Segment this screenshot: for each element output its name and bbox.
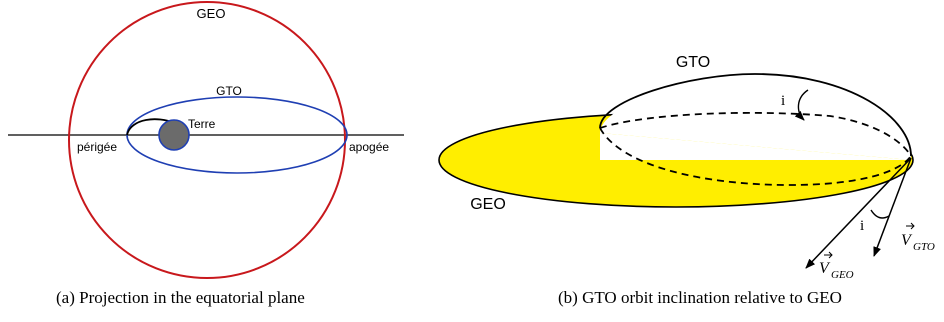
angle-label-top: i [781, 93, 785, 109]
svg-text:V: V [901, 232, 913, 249]
gto-dashed-arc-bottom [599, 127, 912, 186]
angle-label-bottom: i [860, 218, 864, 234]
v-geo-label: V GEO [819, 251, 854, 281]
v-gto-vector [873, 157, 912, 257]
svg-text:GTO: GTO [913, 241, 935, 253]
gto-upper-fill-2 [600, 78, 911, 160]
svg-text:V: V [819, 260, 831, 277]
panel-b: i i GTO GEO V GTO V GEO [438, 54, 935, 281]
perigee-label: périgée [77, 140, 117, 154]
geo-orbit-circle [68, 1, 346, 279]
angle-arc-top [794, 89, 809, 121]
angle-arc-bottom [870, 209, 890, 219]
gto-upper-arc [599, 73, 912, 157]
gto-label: GTO [216, 84, 242, 98]
gto-label-b: GTO [676, 54, 710, 71]
panel-a: GEO GTO Terre périgée apogée [8, 1, 404, 279]
geo-label-b: GEO [470, 196, 506, 213]
apogee-label: apogée [349, 140, 389, 154]
v-gto-label: V GTO [901, 222, 935, 253]
v-geo-vector [805, 157, 912, 269]
caption-panel-b: (b) GTO orbit inclination relative to GE… [558, 288, 842, 307]
caption-panel-a: (a) Projection in the equatorial plane [56, 288, 305, 307]
earth-disc [158, 119, 190, 151]
terre-label: Terre [188, 117, 216, 131]
gto-dashed-arc-top [599, 112, 912, 157]
geo-label: GEO [197, 6, 226, 21]
svg-text:GEO: GEO [831, 269, 854, 281]
